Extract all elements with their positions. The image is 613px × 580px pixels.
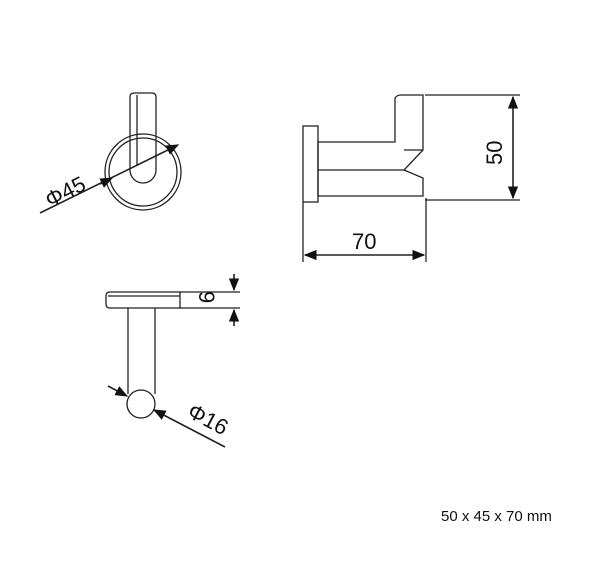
top-view: 9 Φ16 (105, 274, 240, 448)
diameter-45-arrow-start (99, 177, 114, 188)
hook-arm-front (129, 92, 157, 184)
diameter-16-label: Φ16 (184, 398, 233, 440)
front-view: Φ45 (39, 92, 182, 214)
diameter-16-arrow-start (107, 385, 129, 397)
depth-label: 70 (352, 229, 376, 254)
base-plate-outer (104, 133, 182, 211)
rod-end-circle (126, 389, 156, 419)
base-plate-inner (108, 137, 178, 207)
product-dimensions-caption: 50 x 45 x 70 mm (441, 508, 552, 525)
side-hook-body (317, 94, 424, 197)
thickness-label: 9 (194, 291, 219, 303)
top-plate (105, 291, 181, 309)
diameter-45-label: Φ45 (41, 171, 90, 212)
side-base-plate (302, 125, 319, 203)
height-label: 50 (482, 141, 507, 165)
diameter-16-leader (152, 409, 226, 448)
side-view: 50 70 (302, 94, 520, 262)
